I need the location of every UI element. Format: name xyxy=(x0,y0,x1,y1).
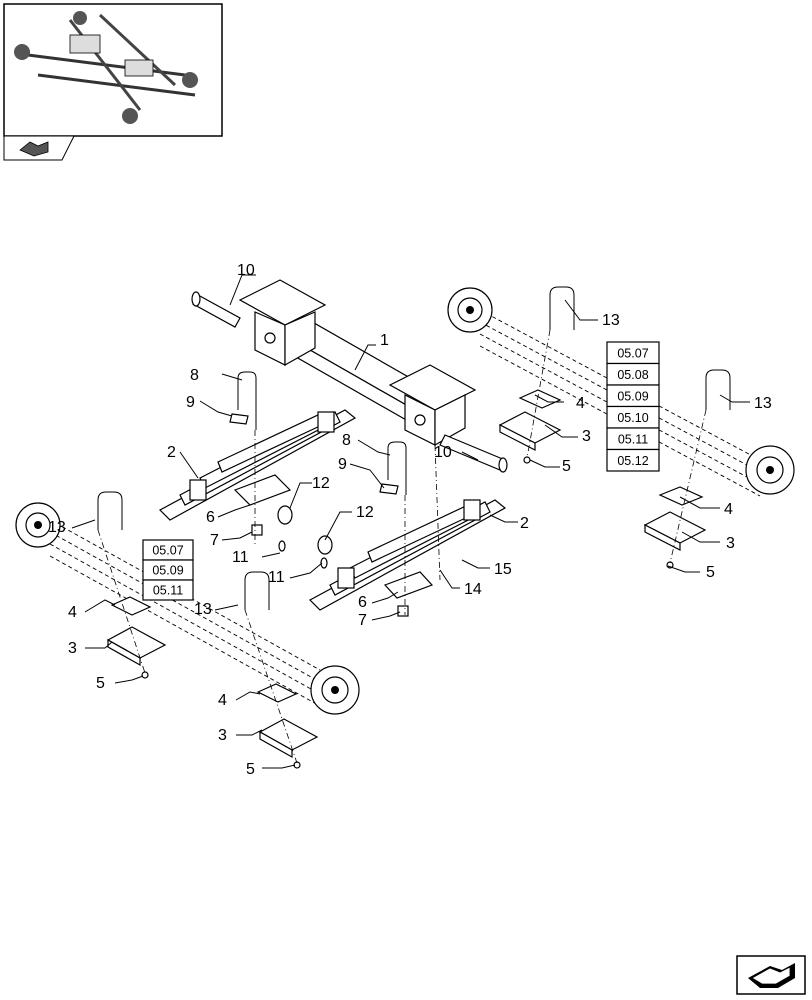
spring-hardware xyxy=(229,371,434,617)
center-beam xyxy=(191,279,508,473)
callout-4: 4 xyxy=(68,604,77,621)
callout-4: 4 xyxy=(218,692,227,709)
hub-top-right xyxy=(745,445,795,495)
callout-5: 5 xyxy=(96,675,105,692)
reference-cell xyxy=(142,579,194,601)
reference-code[interactable]: 05.11 xyxy=(618,432,648,446)
hub-bottom-left xyxy=(15,502,61,548)
reference-table-right: 05.07 05.08 05.09 05.10 05.11 05.12 xyxy=(606,341,660,472)
callout-12: 12 xyxy=(312,475,330,492)
callout-11: 11 xyxy=(232,549,249,566)
leaf-spring-left xyxy=(159,409,357,521)
callout-7: 7 xyxy=(358,612,367,629)
callout-2: 2 xyxy=(520,515,529,532)
callout-4: 4 xyxy=(576,395,585,412)
callout-labels: 10 1 13 8 9 2 4 3 5 13 8 9 10 12 6 7 11 … xyxy=(48,262,772,778)
axle-clamp-set-2 xyxy=(643,369,731,569)
callout-14: 14 xyxy=(464,581,482,598)
assembly-overview-thumbnail[interactable] xyxy=(3,3,223,137)
axle-clamp-set-3 xyxy=(97,491,167,679)
callout-12: 12 xyxy=(356,504,374,521)
callout-8: 8 xyxy=(190,367,199,384)
axle-top-right xyxy=(447,287,795,497)
callout-13: 13 xyxy=(754,395,772,412)
leader-lines xyxy=(71,274,750,769)
reference-code[interactable]: 05.12 xyxy=(617,454,648,468)
callout-9: 9 xyxy=(186,394,195,411)
callout-3: 3 xyxy=(68,640,77,657)
reference-code[interactable]: 05.11 xyxy=(153,583,183,597)
hub-top-left xyxy=(447,287,493,333)
reference-table-left: 05.07 05.09 05.11 xyxy=(142,539,194,601)
reference-code[interactable]: 05.09 xyxy=(152,563,183,577)
callout-10: 10 xyxy=(434,444,452,461)
callout-4: 4 xyxy=(724,501,733,518)
reference-code[interactable]: 05.09 xyxy=(617,389,648,403)
return-arrow-icon[interactable] xyxy=(3,135,75,161)
callout-3: 3 xyxy=(218,727,227,744)
reference-code[interactable]: 05.07 xyxy=(617,346,648,360)
callout-8: 8 xyxy=(342,432,351,449)
axle-clamp-set-4 xyxy=(244,571,319,769)
next-page-arrow-icon[interactable] xyxy=(736,955,806,995)
callout-15: 15 xyxy=(494,561,512,578)
callout-13: 13 xyxy=(602,312,620,329)
callout-9: 9 xyxy=(338,456,347,473)
callout-13: 13 xyxy=(48,519,66,536)
axle-clamp-set-1 xyxy=(498,286,575,464)
leaf-spring-right xyxy=(309,499,507,611)
callout-10: 10 xyxy=(237,262,255,279)
callout-13: 13 xyxy=(194,601,212,618)
callout-7: 7 xyxy=(210,532,219,549)
callout-1: 1 xyxy=(380,332,389,349)
callout-11: 11 xyxy=(268,569,285,586)
callout-5: 5 xyxy=(706,564,715,581)
reference-code[interactable]: 05.07 xyxy=(152,543,183,557)
reference-code[interactable]: 05.10 xyxy=(617,411,648,425)
callout-6: 6 xyxy=(206,509,215,526)
callout-3: 3 xyxy=(726,535,735,552)
callout-3: 3 xyxy=(582,428,591,445)
axle-bottom-left xyxy=(15,502,360,715)
callout-5: 5 xyxy=(562,458,571,475)
reference-code[interactable]: 05.08 xyxy=(617,368,648,382)
callout-6: 6 xyxy=(358,594,367,611)
callout-2: 2 xyxy=(167,444,176,461)
reference-cell xyxy=(606,448,660,472)
callout-5: 5 xyxy=(246,761,255,778)
hub-bottom-right xyxy=(310,665,360,715)
